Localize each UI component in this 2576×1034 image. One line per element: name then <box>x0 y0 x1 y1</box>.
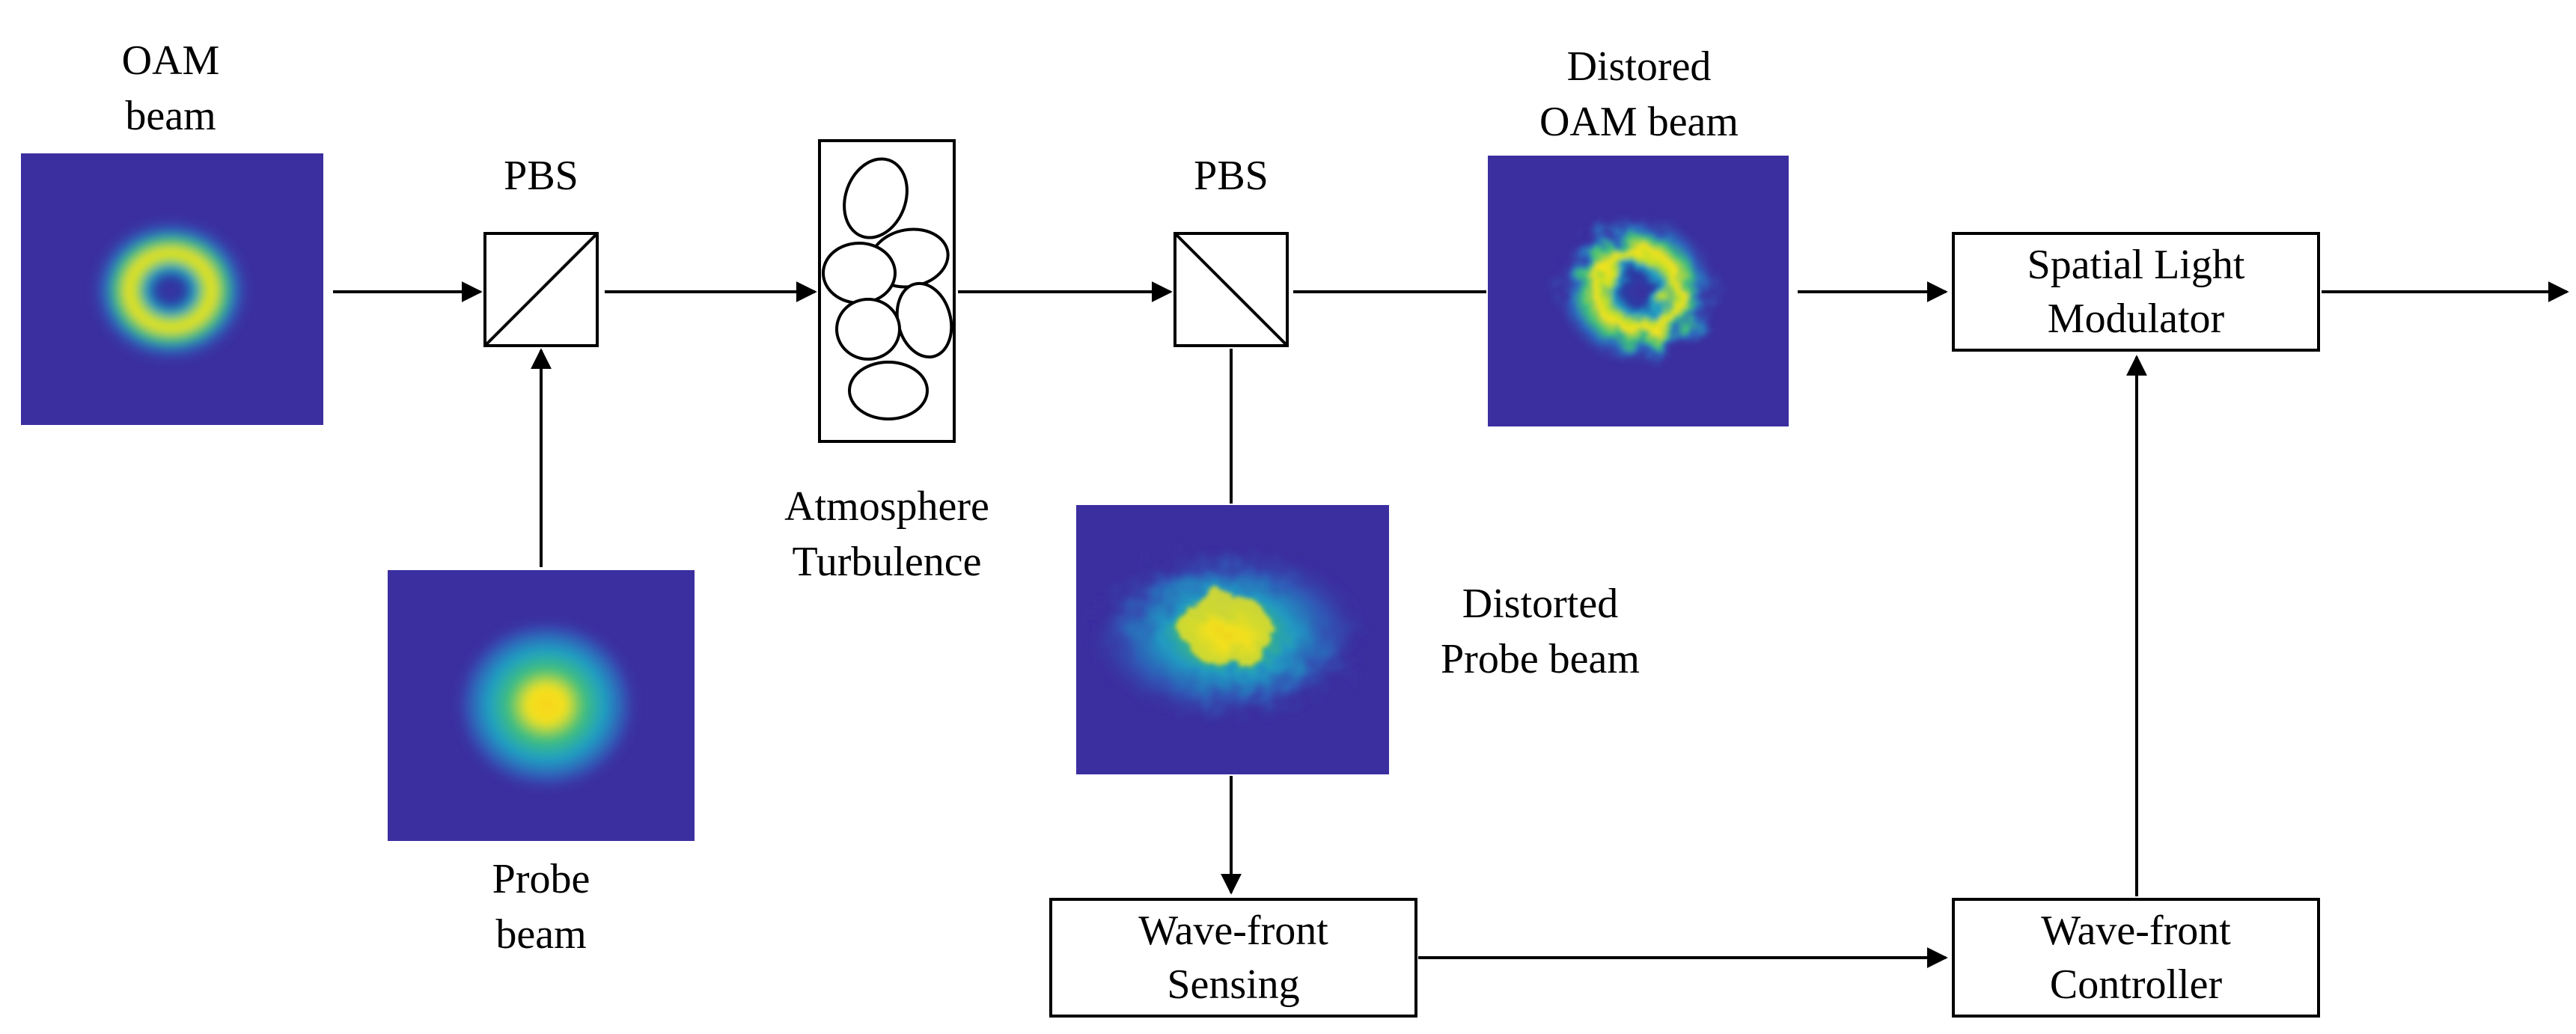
pbs-1-label: PBS <box>504 153 579 199</box>
wfc-line1: Wave-front <box>2041 908 2231 954</box>
wave-front-sensing-box: Wave-front Sensing <box>1049 898 1417 1018</box>
probe-beam-label: Probe beam <box>466 851 616 962</box>
slm-line1: Spatial Light <box>2027 242 2245 288</box>
atmosphere-label-line1: Atmosphere <box>784 483 989 530</box>
distorted-probe-beam-label: Distorted Probe beam <box>1413 576 1667 687</box>
spatial-light-modulator-box: Spatial Light Modulator <box>1952 232 2320 352</box>
pbs-1 <box>483 232 599 347</box>
distorted-probe-label-line2: Probe beam <box>1441 636 1640 682</box>
atmosphere-turbulence-cell <box>818 139 956 443</box>
connectors <box>333 281 2569 968</box>
slm-line2: Modulator <box>2047 296 2225 342</box>
probe-label-line1: Probe <box>492 856 590 902</box>
distorted-probe-label-line1: Distorted <box>1462 581 1619 627</box>
atmosphere-turbulence-label: Atmosphere Turbulence <box>756 479 1018 590</box>
wfs-line2: Sensing <box>1167 961 1300 1008</box>
oam-beam-label-line2: beam <box>125 93 216 139</box>
distored-label-line1: Distored <box>1566 43 1712 90</box>
oam-beam-label: OAM beam <box>96 33 245 144</box>
probe-beam-image <box>388 570 695 841</box>
atmosphere-label-line2: Turbulence <box>792 539 982 585</box>
distorted-oam-beam-image <box>1488 156 1789 426</box>
oam-beam-image <box>21 153 323 425</box>
oam-beam-label-line1: OAM <box>121 37 220 84</box>
wave-front-controller-box: Wave-front Controller <box>1952 898 2320 1018</box>
pbs-2 <box>1173 232 1289 347</box>
probe-label-line2: beam <box>495 911 587 958</box>
distorted-probe-beam-image <box>1076 505 1389 774</box>
distored-oam-beam-label: Distored OAM beam <box>1527 39 1751 150</box>
wfs-line1: Wave-front <box>1138 908 1328 954</box>
distored-label-line2: OAM beam <box>1539 99 1739 145</box>
wfc-line2: Controller <box>2049 961 2223 1008</box>
pbs-2-label: PBS <box>1194 153 1269 199</box>
